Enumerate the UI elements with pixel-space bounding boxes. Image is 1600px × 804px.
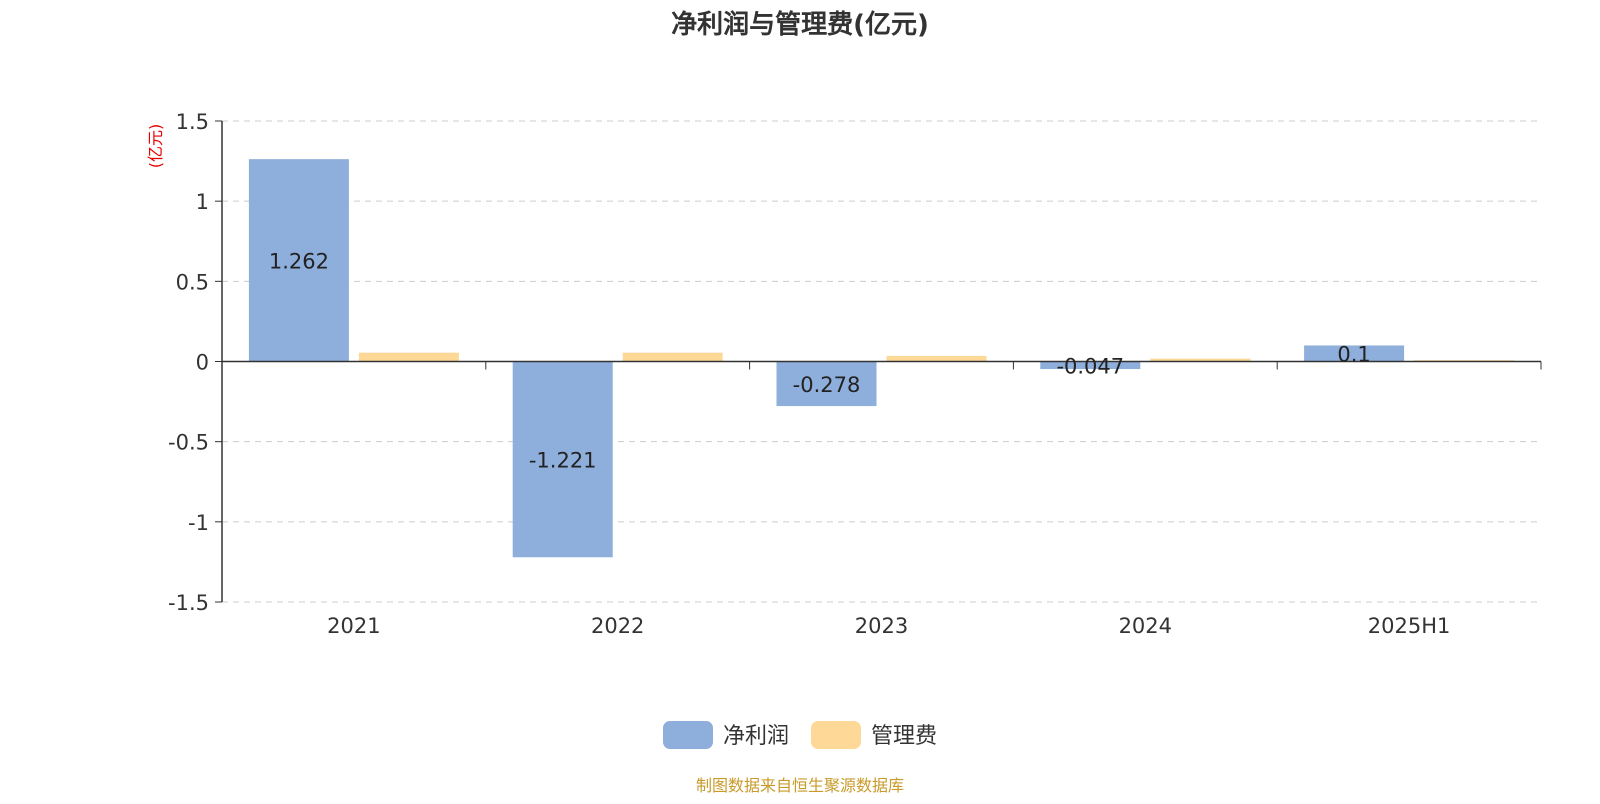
data-labels: 1.262 -1.221 -0.278 -0.047 0.1 xyxy=(269,249,1371,472)
bar-value-label: -0.278 xyxy=(793,373,861,397)
x-tick-label: 2023 xyxy=(855,614,908,638)
y-tick-label: 1 xyxy=(196,190,209,214)
bar-admin-expense[interactable] xyxy=(358,352,459,362)
x-tick-label: 2022 xyxy=(591,614,644,638)
legend-label[interactable]: 净利润 xyxy=(723,724,789,749)
x-tick-label: 2025H1 xyxy=(1368,614,1451,638)
bar-net-profit[interactable] xyxy=(512,361,613,558)
legend-swatch[interactable] xyxy=(663,721,713,749)
x-tick-label: 2021 xyxy=(327,614,380,638)
legend-label[interactable]: 管理费 xyxy=(871,724,937,749)
y-tick-label: 0 xyxy=(196,351,209,375)
legend[interactable]: 净利润 管理费 xyxy=(663,721,937,749)
bar-net-profit[interactable] xyxy=(1304,345,1405,362)
bar-net-profit[interactable] xyxy=(776,361,877,407)
y-tick-label: -0.5 xyxy=(168,431,209,455)
x-tick-label: 2024 xyxy=(1119,614,1172,638)
source-note: 制图数据来自恒生聚源数据库 xyxy=(696,776,904,795)
bar-value-label: -0.047 xyxy=(1056,354,1124,378)
bar-admin-expense[interactable] xyxy=(886,355,987,362)
bar-value-label: 0.1 xyxy=(1337,342,1370,366)
legend-swatch[interactable] xyxy=(811,721,861,749)
bar-value-label: 1.262 xyxy=(269,249,329,273)
bars xyxy=(248,159,1515,558)
y-axis-unit-label: (亿元) xyxy=(146,124,165,169)
bar-admin-expense[interactable] xyxy=(622,352,723,362)
axes: 1.5 1 0.5 0 -0.5 -1 -1.5 2021 2022 2023 2024 2025H1 xyxy=(168,110,1542,638)
y-tick-label: 1.5 xyxy=(176,110,209,134)
bar-net-profit[interactable] xyxy=(1040,361,1141,370)
chart-title: 净利润与管理费(亿元) xyxy=(671,9,929,40)
bar-net-profit[interactable] xyxy=(248,159,349,362)
bar-value-label: -1.221 xyxy=(529,448,597,472)
y-tick-label: -1.5 xyxy=(168,591,209,615)
y-tick-label: 0.5 xyxy=(176,270,209,294)
bar-admin-expense[interactable] xyxy=(1150,358,1251,362)
y-tick-label: -1 xyxy=(188,511,209,535)
